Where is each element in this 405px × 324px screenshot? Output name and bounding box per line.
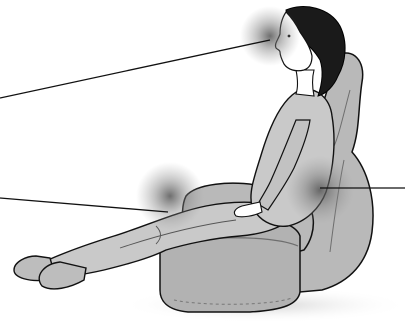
hotspot-lower-back (286, 156, 354, 224)
neck (296, 70, 314, 96)
hotspot-back-of-thigh (136, 162, 204, 230)
leader-line-eye-area (0, 40, 270, 98)
hotspot-eye-area (240, 6, 300, 66)
